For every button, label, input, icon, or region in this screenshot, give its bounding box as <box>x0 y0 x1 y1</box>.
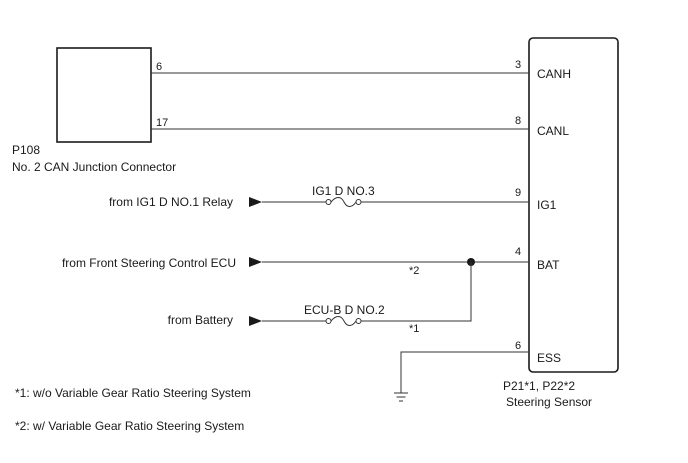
ground-icon <box>394 392 408 402</box>
can-junction-connector-box <box>56 47 152 143</box>
ig1-source-label: from IG1 D NO.1 Relay <box>109 195 233 209</box>
can-junction-connector-name: No. 2 CAN Junction Connector <box>12 160 176 174</box>
front-ecu-arrow-icon <box>249 257 262 267</box>
battery-line-marker: *1 <box>409 323 419 335</box>
sensor-pin-canh-label: CANH <box>537 67 571 81</box>
can-junction-connector-id: P108 <box>12 143 40 157</box>
sensor-pin-ess-label: ESS <box>537 351 561 365</box>
steering-sensor-box <box>528 37 619 373</box>
sensor-pin-ig1-label: IG1 <box>537 198 557 212</box>
note-1: *1: w/o Variable Gear Ratio Steering Sys… <box>15 386 251 400</box>
steering-sensor-name: Steering Sensor <box>506 395 592 409</box>
sensor-pin-bat-number: 4 <box>515 246 521 258</box>
front-ecu-line-marker: *2 <box>409 265 419 277</box>
steering-sensor-id: P21*1, P22*2 <box>503 379 575 393</box>
sensor-pin-bat-label: BAT <box>537 258 560 272</box>
ig1-fuse-label: IG1 D NO.3 <box>312 184 375 198</box>
battery-arrow-icon <box>249 316 262 326</box>
ecub-fuse-label: ECU-B D NO.2 <box>304 303 385 317</box>
sensor-pin-ess-number: 6 <box>515 340 521 352</box>
sensor-pin-ig1-number: 9 <box>515 187 521 199</box>
note-2: *2: w/ Variable Gear Ratio Steering Syst… <box>15 419 244 433</box>
battery-wire <box>361 262 472 322</box>
ess-ground-wire <box>400 351 529 393</box>
battery-source-label: from Battery <box>168 313 233 327</box>
ig1-arrow-icon <box>249 197 262 207</box>
sensor-pin-canl-number: 8 <box>515 115 521 127</box>
ecub-fuse-icon <box>330 316 357 326</box>
sensor-pin-canl-label: CANL <box>537 124 569 138</box>
connector-pin-canh: 6 <box>156 61 162 73</box>
ig1-fuse-icon <box>330 197 357 207</box>
connector-pin-canl: 17 <box>156 117 168 129</box>
sensor-pin-canh-number: 3 <box>515 59 521 71</box>
front-ecu-source-label: from Front Steering Control ECU <box>62 256 236 270</box>
